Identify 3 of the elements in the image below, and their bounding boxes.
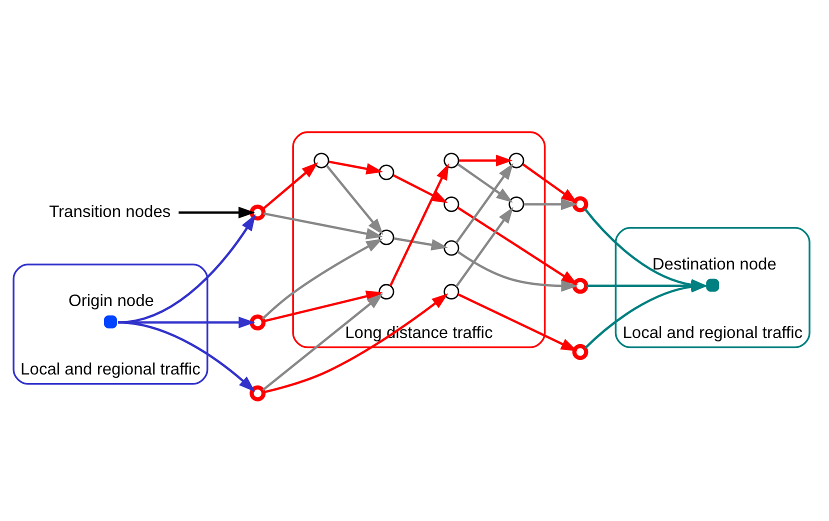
node-text: Transition nodes: [49, 201, 171, 220]
node-label: Destination node: [652, 254, 776, 274]
node-label: Origin node: [68, 290, 154, 310]
